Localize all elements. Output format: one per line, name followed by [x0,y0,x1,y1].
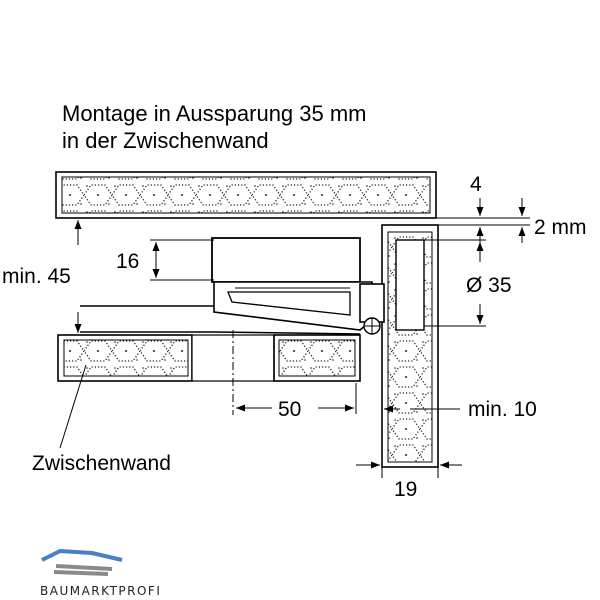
dim-dia35-label: Ø 35 [466,274,512,297]
dim-4-label: 4 [470,173,482,196]
title-line-2: in der Zwischenwand [62,128,269,153]
dimension-4-2mm [436,198,530,243]
dim-50-label: 50 [278,398,301,421]
dim-2mm-label: 2 mm [534,216,587,239]
dimension-50 [236,383,357,414]
title-line-1: Montage in Aussparung 35 mm [62,101,367,126]
dimension-dia35 [424,239,486,327]
logo-roof-blue [41,549,123,562]
dim-19-label: 19 [394,478,417,501]
baumarktprofi-logo: BAUMARKTPROFI [40,549,161,598]
dim-min45-label: min. 45 [2,265,71,288]
side-panel [381,224,439,468]
dim-min10-label: min. 10 [468,398,537,421]
intermediate-wall-left [57,334,193,382]
logo-bars-gray [53,564,113,576]
dimension-min10 [381,402,460,416]
zwischenwand-label: Zwischenwand [32,452,171,475]
logo-text: BAUMARKTPROFI [40,584,161,598]
dim-16-label: 16 [116,250,139,273]
intermediate-wall-right [273,334,361,382]
hinge [80,237,385,335]
dimension-16 [150,239,214,281]
dimension-19 [356,461,462,478]
zwischenwand-leader [59,364,87,449]
top-panel [55,171,437,219]
